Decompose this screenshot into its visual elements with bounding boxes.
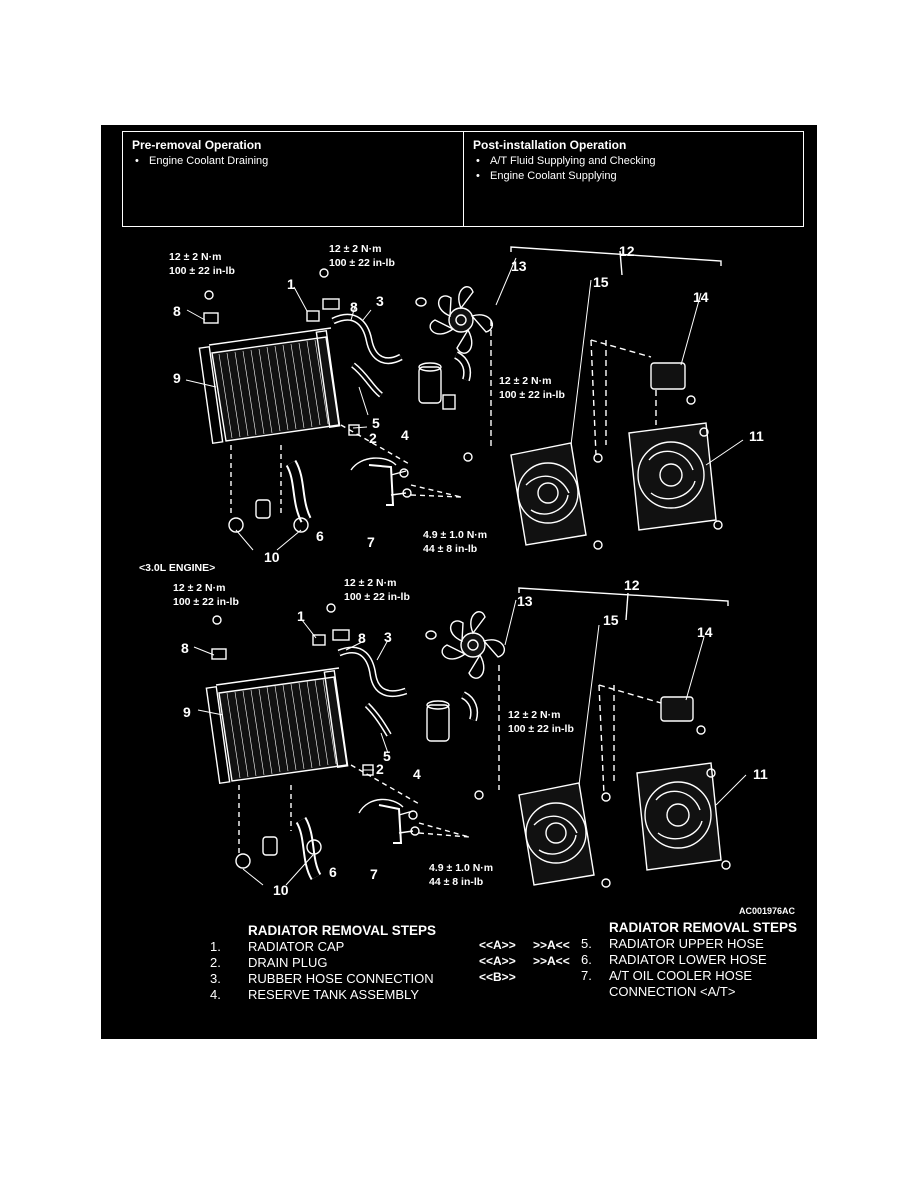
callout-7: 7 xyxy=(370,866,378,882)
step-row: 6.RADIATOR LOWER HOSE xyxy=(581,952,767,967)
callout-10: 10 xyxy=(273,882,289,898)
callout-13: 13 xyxy=(517,593,533,609)
callout-5: 5 xyxy=(372,415,380,431)
service-point-markers: <<A>>>>A<< <<A>>>>A<< <<B>> xyxy=(479,937,570,985)
steps-title: RADIATOR REMOVAL STEPS xyxy=(609,920,798,935)
callout-7: 7 xyxy=(367,534,375,550)
torque-label-inlb: 100 ± 22 in-lb xyxy=(344,591,410,603)
post-installation-title: Post-installation Operation xyxy=(473,138,627,152)
torque-label-nm: 12 ± 2 N·m xyxy=(508,709,560,721)
step-row: 4.RESERVE TANK ASSEMBLY xyxy=(210,987,419,1002)
callout-12: 12 xyxy=(619,243,635,259)
torque-label-inlb: 100 ± 22 in-lb xyxy=(173,596,239,608)
pre-removal-item: Engine Coolant Draining xyxy=(135,154,463,169)
callout-13: 13 xyxy=(511,258,527,274)
radiator-drawing-lower xyxy=(205,603,479,881)
callout-15: 15 xyxy=(593,274,609,290)
torque-label-inlb: 100 ± 22 in-lb xyxy=(499,389,565,401)
operations-box: Pre-removal Operation Engine Coolant Dra… xyxy=(122,131,804,227)
callout-11: 11 xyxy=(749,428,764,444)
callout-leaders xyxy=(185,257,747,886)
callout-3: 3 xyxy=(376,293,384,309)
step-row: 7.A/T OIL COOLER HOSE xyxy=(581,968,753,983)
torque-label-nm: 12 ± 2 N·m xyxy=(344,577,396,589)
callout-8: 8 xyxy=(350,299,358,315)
step-row: 3.RUBBER HOSE CONNECTION xyxy=(210,971,434,986)
callout-5: 5 xyxy=(383,748,391,764)
callout-15: 15 xyxy=(603,612,619,628)
torque-label-nm: 4.9 ± 1.0 N·m xyxy=(429,862,493,874)
callout-1: 1 xyxy=(287,276,295,292)
torque-label-nm: 12 ± 2 N·m xyxy=(169,251,221,263)
torque-label-inlb: 100 ± 22 in-lb xyxy=(169,265,235,277)
callout-12: 12 xyxy=(624,577,640,593)
callout-2: 2 xyxy=(369,430,377,446)
torque-label-nm: 4.9 ± 1.0 N·m xyxy=(423,529,487,541)
torque-label-nm: 12 ± 2 N·m xyxy=(173,582,225,594)
post-installation-item: A/T Fluid Supplying and Checking xyxy=(476,154,803,169)
callout-10: 10 xyxy=(264,549,280,565)
post-installation-section: Post-installation Operation A/T Fluid Su… xyxy=(464,132,803,226)
callout-4: 4 xyxy=(401,427,409,443)
diagram-panel: Pre-removal Operation Engine Coolant Dra… xyxy=(101,125,817,1039)
callout-14: 14 xyxy=(697,624,713,640)
callout-9: 9 xyxy=(183,704,191,720)
callout-11: 11 xyxy=(753,766,768,782)
marker-row: <<A>>>>A<< xyxy=(479,954,570,968)
steps-title: RADIATOR REMOVAL STEPS xyxy=(248,923,437,938)
callout-3: 3 xyxy=(384,629,392,645)
callout-8: 8 xyxy=(181,640,189,656)
torque-label-inlb: 100 ± 22 in-lb xyxy=(329,257,395,269)
marker-row: <<A>>>>A<< xyxy=(479,938,570,952)
callout-14: 14 xyxy=(693,289,709,305)
post-installation-item: Engine Coolant Supplying xyxy=(476,169,803,184)
removal-steps-right: RADIATOR REMOVAL STEPS 5.RADIATOR UPPER … xyxy=(581,920,797,1000)
torque-label-inlb: 44 ± 8 in-lb xyxy=(429,876,483,888)
callout-6: 6 xyxy=(329,864,337,880)
pre-removal-section: Pre-removal Operation Engine Coolant Dra… xyxy=(123,132,464,226)
callout-8: 8 xyxy=(358,630,366,646)
callout-4: 4 xyxy=(413,766,421,782)
torque-label-inlb: 100 ± 22 in-lb xyxy=(508,723,574,735)
fan-assembly-upper xyxy=(415,246,723,550)
callout-1: 1 xyxy=(297,608,305,624)
torque-label-nm: 12 ± 2 N·m xyxy=(329,243,381,255)
step-row: 2.DRAIN PLUG xyxy=(210,955,328,970)
fan-assembly-lower xyxy=(425,587,731,888)
callout-6: 6 xyxy=(316,528,324,544)
step-row: 1.RADIATOR CAP xyxy=(210,939,345,954)
exploded-view-drawings: 1 2 3 4 5 6 7 8 8 9 10 11 12 13 14 15 12… xyxy=(169,243,768,898)
torque-label-inlb: 44 ± 8 in-lb xyxy=(423,543,477,555)
figure-code: AC001976AC xyxy=(739,906,796,916)
callout-2: 2 xyxy=(376,761,384,777)
step-row: 5.RADIATOR UPPER HOSE xyxy=(581,936,764,951)
removal-steps-left: RADIATOR REMOVAL STEPS 1.RADIATOR CAP 2.… xyxy=(210,923,436,1003)
pre-removal-title: Pre-removal Operation xyxy=(132,138,262,152)
callout-8: 8 xyxy=(173,303,181,319)
engine-variant-label: <3.0L ENGINE> xyxy=(139,562,216,574)
step-row: CONNECTION <A/T> xyxy=(609,984,736,999)
torque-label-nm: 12 ± 2 N·m xyxy=(499,375,551,387)
marker-row: <<B>> xyxy=(479,970,516,984)
callout-9: 9 xyxy=(173,370,181,386)
radiator-drawing-upper xyxy=(198,268,472,533)
